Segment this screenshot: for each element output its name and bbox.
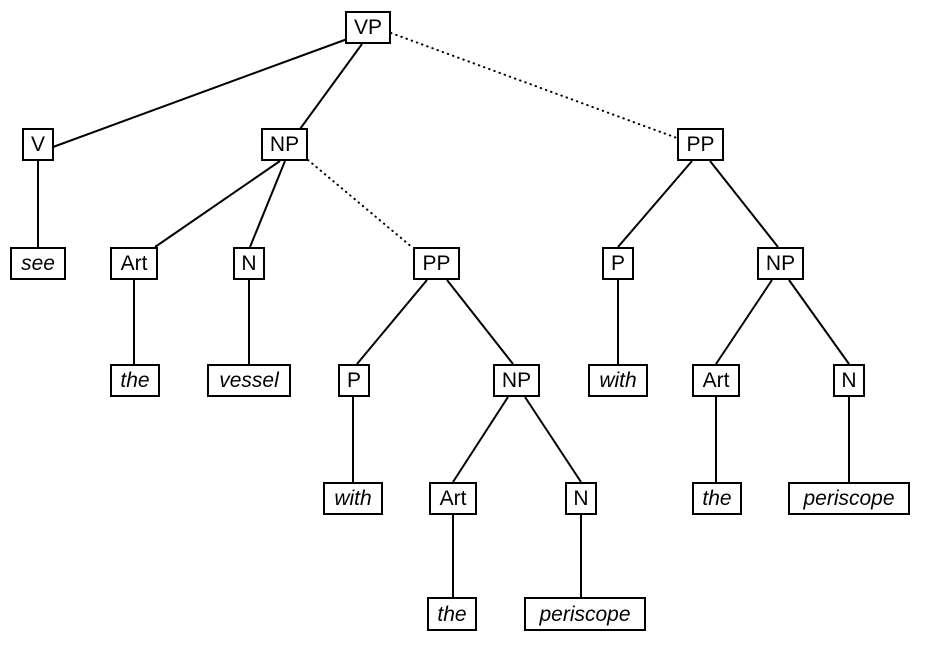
tree-node-p_mid: P	[338, 364, 370, 397]
tree-node-with_r: with	[588, 364, 648, 397]
tree-node-pp_mid: PP	[413, 247, 460, 280]
tree-node-the_m: the	[427, 597, 477, 631]
tree-node-n1: N	[233, 247, 265, 280]
tree-node-vp: VP	[345, 11, 391, 44]
tree-node-see: see	[10, 247, 66, 280]
tree-node-pp_right: PP	[677, 128, 724, 161]
tree-node-the_r: the	[692, 482, 742, 515]
tree-edge-vp-to-pp_right	[390, 32, 678, 139]
tree-node-n_r: N	[833, 364, 865, 397]
tree-node-art_r: Art	[692, 364, 740, 397]
tree-node-np_mid: NP	[493, 364, 540, 397]
tree-node-p_right: P	[602, 247, 634, 280]
tree-edge-pp_mid-to-np_mid	[446, 279, 514, 365]
tree-edge-np1-to-art1	[154, 160, 281, 248]
tree-edge-pp_right-to-p_right	[617, 160, 693, 248]
tree-node-v: V	[22, 128, 54, 161]
tree-node-np_right: NP	[757, 247, 804, 280]
tree-edge-pp_mid-to-p_mid	[356, 279, 428, 365]
tree-node-art_m: Art	[429, 482, 477, 515]
tree-edge-vp-to-v	[52, 37, 351, 148]
tree-node-the1: the	[110, 364, 160, 397]
tree-edge-np1-to-n1	[249, 160, 286, 248]
tree-node-n_m: N	[565, 482, 597, 515]
tree-node-art1: Art	[110, 247, 158, 280]
tree-edge-np_right-to-n_r	[788, 279, 850, 365]
tree-node-with_m: with	[323, 482, 383, 515]
tree-edge-np_mid-to-n_m	[524, 396, 582, 483]
tree-edge-np_mid-to-art_m	[452, 396, 509, 483]
tree-edge-vp-to-np1	[299, 43, 363, 130]
tree-edge-pp_right-to-np_right	[709, 160, 779, 248]
tree-edge-np_right-to-art_r	[715, 279, 773, 365]
tree-edge-np1-to-pp_mid	[307, 159, 414, 249]
tree-node-peri_m: periscope	[524, 597, 646, 631]
tree-node-peri_r: periscope	[788, 482, 910, 515]
tree-node-np1: NP	[261, 128, 308, 161]
tree-node-vessel: vessel	[207, 364, 291, 397]
